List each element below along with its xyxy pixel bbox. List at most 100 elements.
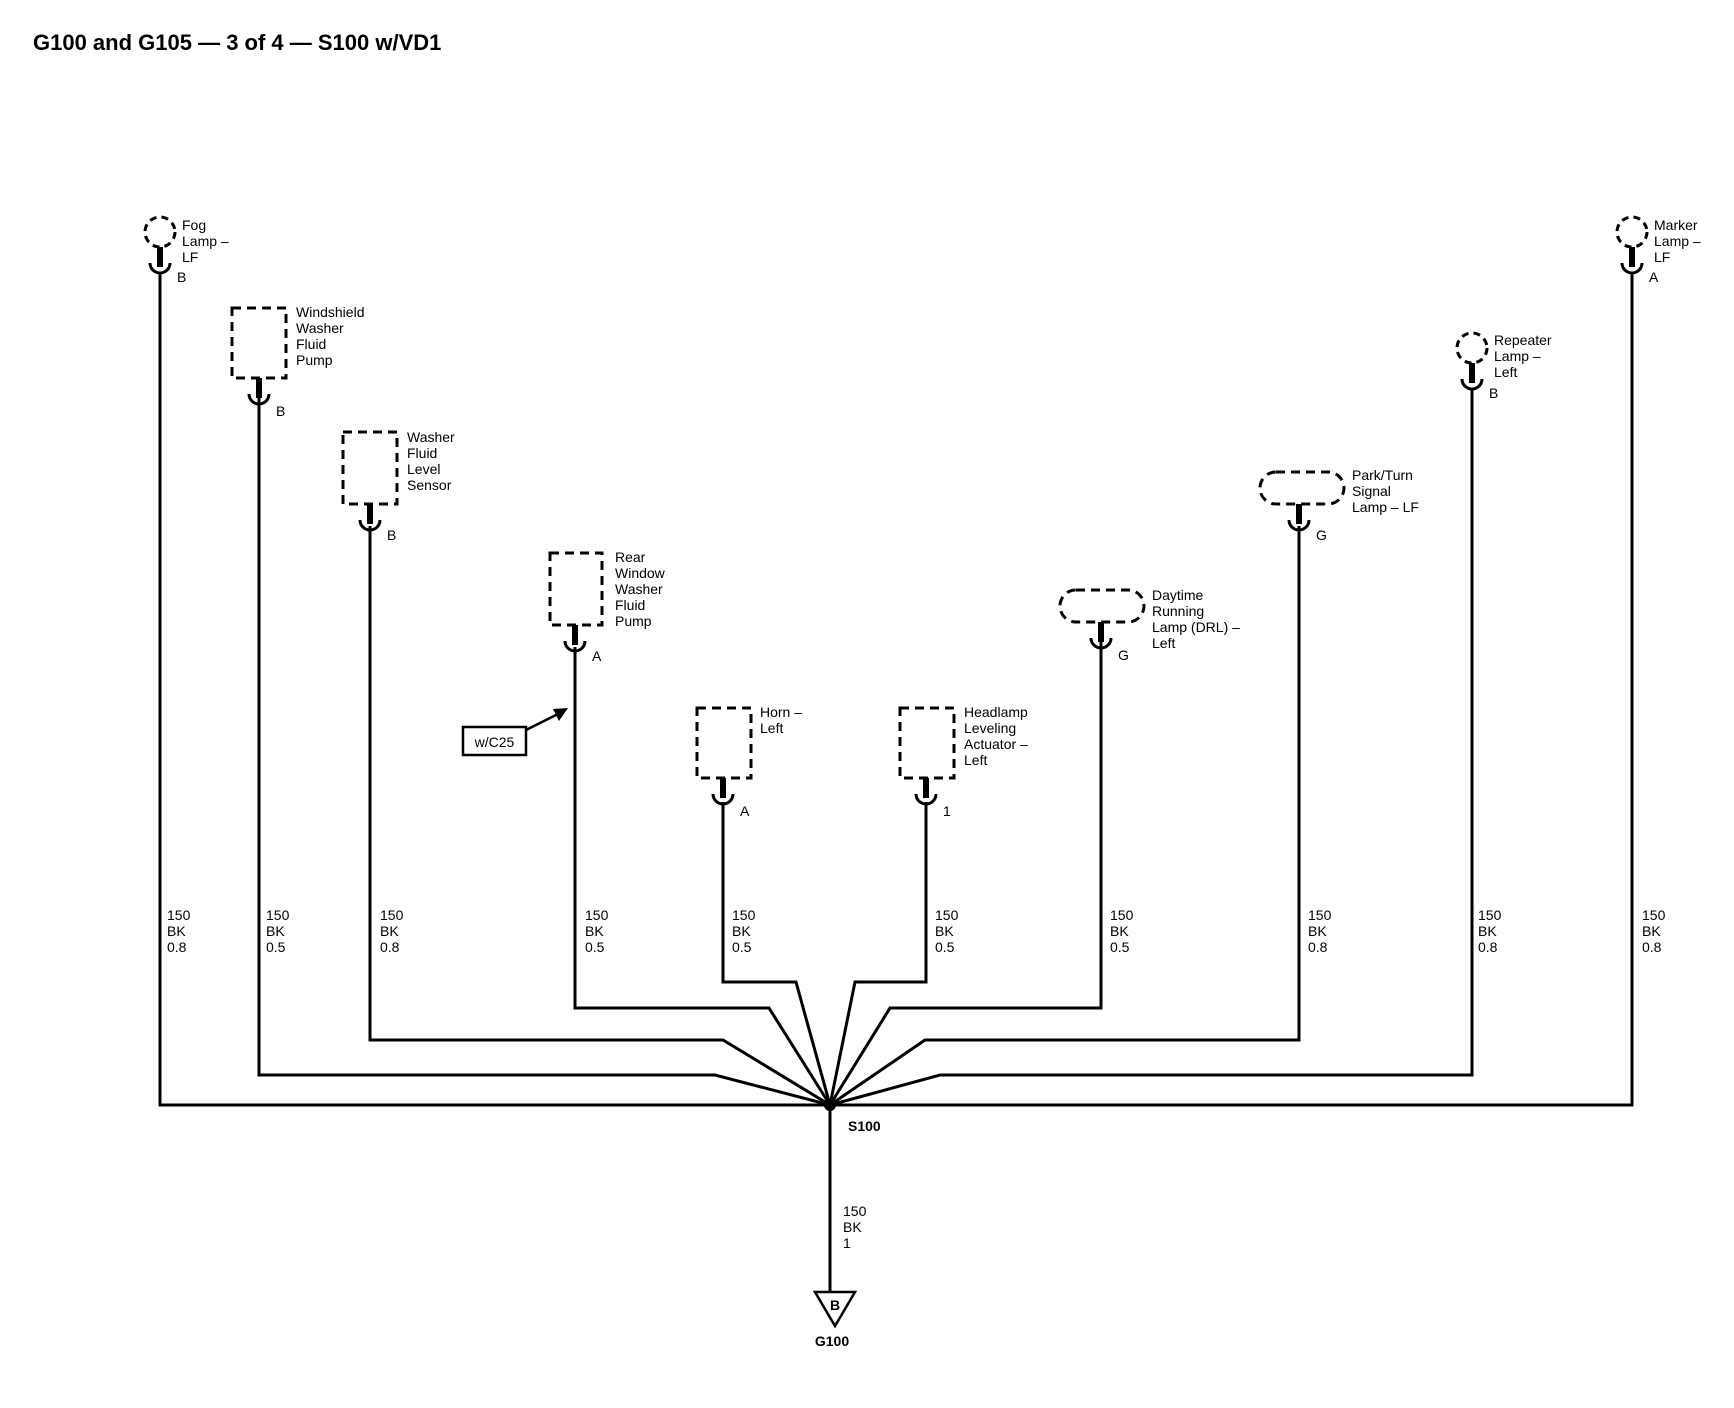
wire-label: 150 [1308,907,1332,923]
component-body [1058,588,1146,624]
wire-label: 0.5 [585,939,605,955]
component-body [1258,470,1346,506]
wire-label: 150 [1478,907,1502,923]
wire-label: 150 [1110,907,1134,923]
wire-rear-window-washer-fluid-pump [573,647,832,1106]
pin-label: A [1649,269,1659,285]
component-label: Level [407,461,440,477]
wire-label: 150 [167,907,191,923]
wire-label: 0.8 [380,939,400,955]
pin-label: 1 [943,803,951,819]
component-label: Signal [1352,483,1391,499]
component-body [548,551,604,627]
wire-label: 0.8 [167,939,187,955]
component-body [230,306,288,380]
component-body [898,706,956,780]
component-label: Lamp – LF [1352,499,1419,515]
lamp-bulb-icon [1615,215,1649,249]
component-label: Lamp – [1654,233,1701,249]
component-label: LF [182,249,198,265]
component-label: Lamp (DRL) – [1152,619,1240,635]
component-body [341,430,399,506]
splice-label: S100 [848,1118,881,1134]
component-label: Window [615,565,666,581]
component-label: Horn – [760,704,802,720]
wire-washer-fluid-level-sensor [368,526,831,1107]
component-label: Pump [296,352,333,368]
component-label: Repeater [1494,332,1552,348]
wire-marker-lamp-lf [830,272,1634,1107]
wire-fog-lamp-lf [158,272,830,1107]
pin-label: B [276,403,285,419]
ground-symbol-g100: B G100 [812,1290,858,1349]
wire-label: 150 [935,907,959,923]
diagram-title: G100 and G105 — 3 of 4 — S100 w/VD1 [33,30,442,55]
wire-label: BK [1110,923,1129,939]
splice-s100-dot [824,1099,836,1111]
component-label: Running [1152,603,1204,619]
wire-park-turn-signal-lamp-lf [829,526,1301,1107]
ground-wire-circuit: 150 [843,1203,867,1219]
wire-drl-left [828,642,1103,1106]
component-label: Washer [296,320,344,336]
wire-label: 150 [585,907,609,923]
wire-windshield-washer-fluid-pump [257,398,831,1107]
component-label: Left [964,752,987,768]
pin-label: B [387,527,396,543]
lamp-bulb-icon [1455,331,1489,365]
wire-label: BK [1308,923,1327,939]
option-tag-label: w/C25 [474,734,515,750]
pin-label: B [1489,385,1498,401]
ground-name: G100 [815,1333,849,1349]
wire-label: BK [266,923,285,939]
component-label: Marker [1654,217,1698,233]
component-label: Left [760,720,783,736]
wire-headlamp-leveling-actuator-left [828,802,928,1106]
component-label: Fluid [407,445,437,461]
ground-wire-color: BK [843,1219,862,1235]
pin-label: A [740,803,750,819]
component-label: Rear [615,549,646,565]
wire-label: 150 [1642,907,1666,923]
wire-label: BK [935,923,954,939]
component-label: Washer [615,581,663,597]
wire-label: 0.8 [1478,939,1498,955]
component-label: Left [1152,635,1175,651]
wire-label: BK [1642,923,1661,939]
wire-label: BK [380,923,399,939]
component-label: Washer [407,429,455,445]
wire-label: BK [585,923,604,939]
option-tag-w-c25: w/C25 [461,708,568,757]
wire-label: 0.5 [732,939,752,955]
pin-label: G [1118,647,1129,663]
wire-label: 0.5 [935,939,955,955]
component-label: Pump [615,613,652,629]
wire-label: 150 [380,907,404,923]
component-label: Park/Turn [1352,467,1413,483]
wire-label: 0.5 [266,939,286,955]
component-label: Fluid [615,597,645,613]
wire-label: BK [167,923,186,939]
ground-letter: B [830,1297,840,1313]
pin-label: B [177,269,186,285]
component-label: Sensor [407,477,452,493]
component-label: Fluid [296,336,326,352]
wire-label: BK [1478,923,1497,939]
ground-wire-size: 1 [843,1235,851,1251]
component-label: LF [1654,249,1670,265]
lamp-bulb-icon [143,215,177,249]
wire-label: 150 [266,907,290,923]
component-label: Lamp – [182,233,229,249]
pin-label: A [592,648,602,664]
pin-label: G [1316,527,1327,543]
